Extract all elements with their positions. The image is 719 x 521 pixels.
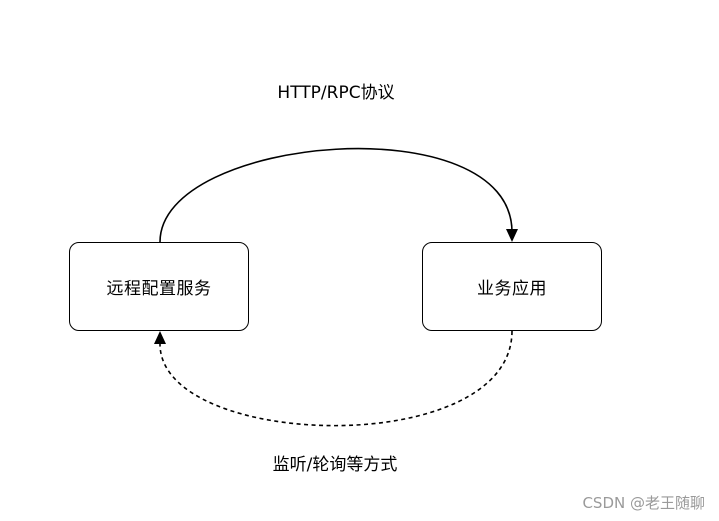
remote-config-service-label: 远程配置服务: [106, 279, 212, 299]
business-app-label: 业务应用: [477, 279, 547, 299]
push-edge-arrowhead: [506, 229, 518, 242]
pull-edge-line: [159, 330, 513, 427]
push-edge-label: HTTP/RPC协议: [277, 83, 395, 103]
remote-config-service-node: 远程配置服务: [69, 242, 249, 331]
pull-edge-arrowhead: [154, 331, 166, 344]
watermark: CSDN @老王随聊: [582, 494, 705, 512]
pull-edge-label: 监听/轮询等方式: [272, 455, 398, 475]
business-app-node: 业务应用: [422, 242, 602, 331]
push-edge-line: [159, 147, 513, 243]
